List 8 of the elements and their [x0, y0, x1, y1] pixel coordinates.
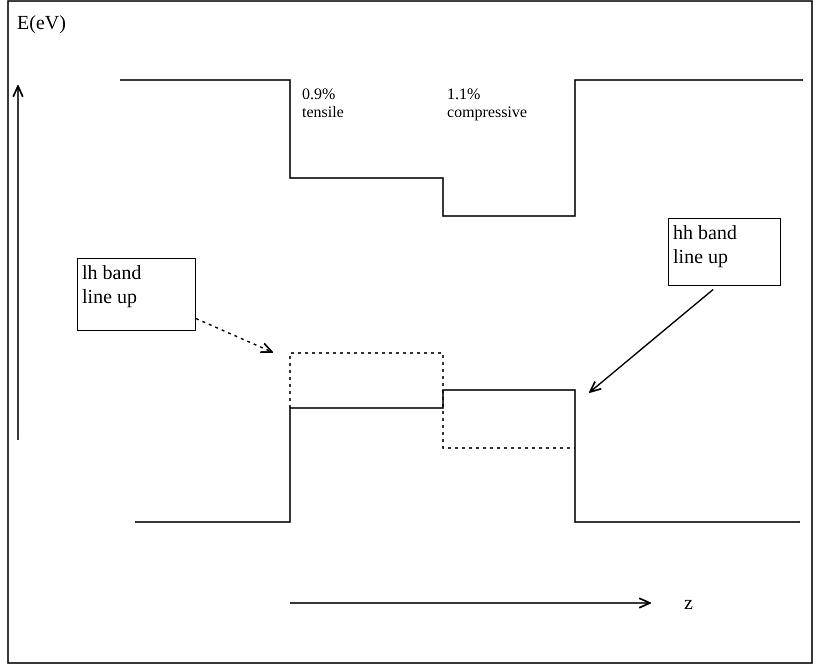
leader-arrow	[196, 318, 273, 353]
strain-label: 0.9% tensile	[302, 86, 345, 122]
strain-label: 1.1% compressive	[447, 86, 528, 122]
callout-box: lh band line up	[77, 258, 196, 331]
callout-box: hh band line up	[668, 218, 781, 286]
axis-label: z	[684, 592, 694, 614]
axis-label: E(eV)	[17, 12, 67, 34]
leader-arrow	[589, 288, 714, 393]
